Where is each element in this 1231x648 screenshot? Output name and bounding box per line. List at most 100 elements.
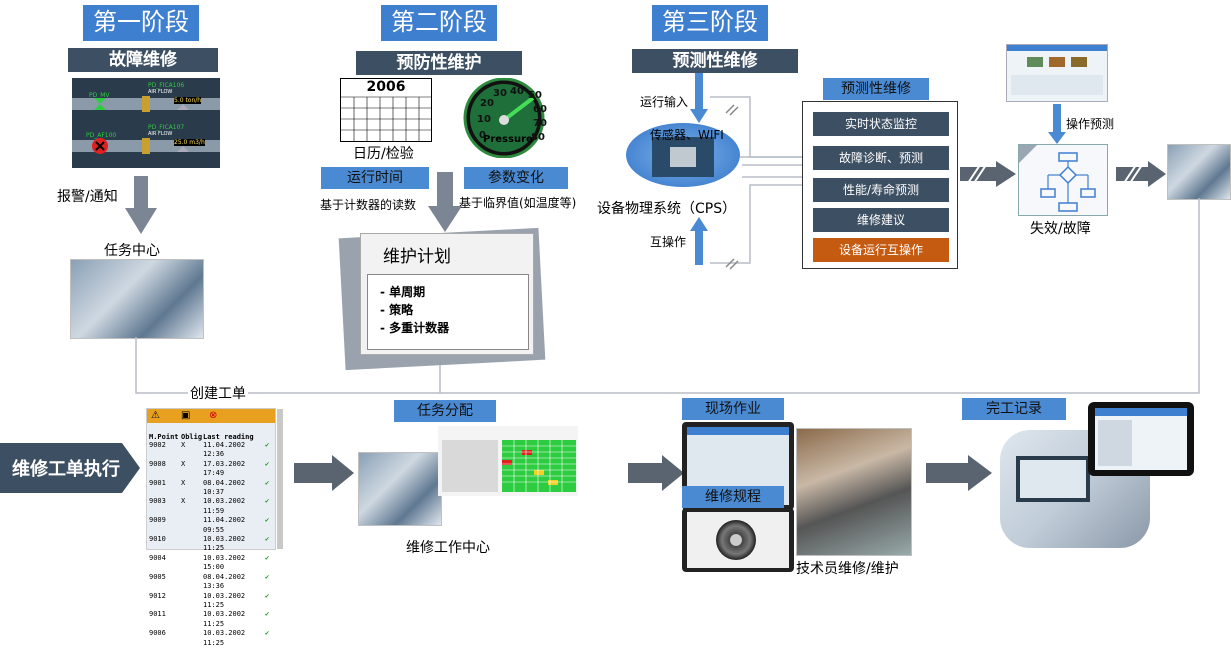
failure-label: 失效/故障	[1030, 221, 1091, 237]
scada-tag-fica106: PD_FICA106	[148, 82, 185, 89]
gauge-tick-10: 10	[477, 114, 491, 125]
technician-photo	[796, 428, 912, 556]
check-icon: ✔	[265, 591, 270, 600]
task-center-photo	[70, 259, 204, 339]
predictive-panel-title: 预测性维修	[823, 78, 929, 100]
bottom-arrow-2-icon	[628, 455, 684, 491]
plan-item-1: - 单周期	[380, 285, 426, 299]
calendar-year: 2006	[366, 79, 406, 95]
calendar-icon: 2006	[340, 78, 432, 142]
table-header: M.Point Oblig Last reading	[149, 433, 254, 441]
pred-item-monitoring: 实时状态监控	[813, 112, 949, 136]
field-work-box: 现场作业	[682, 398, 784, 420]
check-icon: ✔	[265, 516, 270, 525]
work-center-label: 维修工作中心	[406, 540, 490, 556]
op-predict-label: 操作预测	[1066, 117, 1115, 131]
completion-box: 完工记录	[962, 398, 1066, 420]
check-icon: ✔	[265, 478, 270, 487]
gauge-tick-50: 50	[528, 90, 542, 101]
connector-lines	[135, 198, 1200, 394]
maintenance-plan-card: 维护计划 - 单周期 - 策略 - 多重计数器	[360, 233, 534, 355]
scada-value-1: 5.0 ton/h	[174, 97, 202, 104]
cps-connectors	[710, 96, 804, 270]
check-icon: ✔	[265, 441, 270, 449]
gauge-icon	[463, 77, 545, 159]
check-icon: ✔	[265, 459, 270, 468]
to-failure-arrow-icon	[960, 161, 1016, 187]
scada-tag-af100: PD_AF100	[86, 132, 117, 139]
check-icon: ✔	[265, 553, 270, 562]
procedure-box: 维修规程	[682, 486, 784, 508]
check-icon: ✔	[265, 535, 270, 544]
dashboard-screenshot	[1006, 44, 1108, 102]
plan-item-3: - 多重计数器	[380, 321, 450, 335]
plan-list: - 单周期 - 策略 - 多重计数器	[367, 274, 529, 350]
stage-3-title: 第三阶段	[652, 5, 768, 41]
work-order-exec-label: 维修工单执行	[12, 459, 120, 480]
op-predict-arrow-icon	[1048, 104, 1066, 144]
gauge-tick-70: 70	[533, 118, 547, 129]
table-toolbar-icon-1[interactable]: ⚠	[151, 410, 160, 421]
pred-item-interop: 设备运行互操作	[813, 238, 949, 262]
table-scrollbar[interactable]	[277, 409, 283, 549]
stage-1-subtitle: 故障维修	[68, 48, 218, 72]
pred-item-lifetime: 性能/寿命预测	[813, 178, 949, 202]
run-input-label: 运行输入	[640, 95, 689, 109]
cps-label: 设备物理系统（CPS）	[597, 201, 737, 217]
task-center-label: 任务中心	[104, 243, 160, 259]
gauge-tick-20: 20	[480, 98, 494, 109]
stage-2-title: 第二阶段	[381, 5, 497, 41]
create-order-label: 创建工单	[188, 383, 248, 403]
param-box: 参数变化	[464, 167, 568, 189]
pred-item-diagnosis: 故障诊断、预测	[813, 146, 949, 170]
task-assign-box: 任务分配	[394, 400, 496, 422]
interop-up-arrow-icon	[690, 217, 708, 265]
scada-tag-pdmv: PD_MV	[89, 92, 110, 99]
table-toolbar-icon-3[interactable]: ⊗	[209, 410, 218, 421]
calendar-label: 日历/检验	[353, 146, 414, 162]
tablet-procedure	[682, 508, 794, 572]
work-center-photo	[358, 452, 442, 526]
runtime-desc: 基于计数器的读数	[320, 198, 417, 212]
plan-title: 维护计划	[383, 247, 451, 267]
alarm-label: 报警/通知	[57, 189, 118, 205]
scada-tag-fica107: PD_FICA107	[148, 124, 185, 131]
table-toolbar-icon-2[interactable]: ▣	[181, 410, 191, 421]
failure-photo	[1167, 144, 1231, 200]
technician-label: 技术员维修/维护	[796, 561, 899, 577]
gauge-tick-60: 60	[533, 104, 547, 115]
work-order-exec-banner: 维修工单执行	[0, 443, 140, 493]
gauge-label: Pressure	[483, 134, 533, 145]
gauge-tick-0: 0	[479, 130, 486, 141]
gauge-tick-80: 80	[531, 132, 545, 143]
gauge-tick-30: 30	[493, 88, 507, 99]
scada-panel: PD_MV PD_FICA106 AIR FLOW 5.0 ton/h PD_A…	[72, 78, 220, 168]
stage-3-subtitle: 预测性维修	[632, 49, 798, 73]
param-desc: 基于临界值(如温度等)	[459, 196, 577, 210]
to-photo-arrow-icon	[1116, 161, 1166, 187]
pressure-gauge: Pressure 10 20 30 40 50 60 70 80 0	[459, 77, 549, 159]
check-icon: ✔	[265, 610, 270, 619]
down-arrow-icon	[125, 176, 157, 234]
gauge-tick-40: 40	[510, 86, 524, 97]
chip-icon	[652, 137, 714, 177]
check-icon: ✔	[265, 629, 270, 638]
check-icon: ✔	[265, 572, 270, 581]
scada-value-2: 25.0 m3/h	[174, 139, 205, 146]
runtime-box: 运行时间	[321, 167, 429, 189]
stage-1-title: 第一阶段	[83, 5, 199, 41]
